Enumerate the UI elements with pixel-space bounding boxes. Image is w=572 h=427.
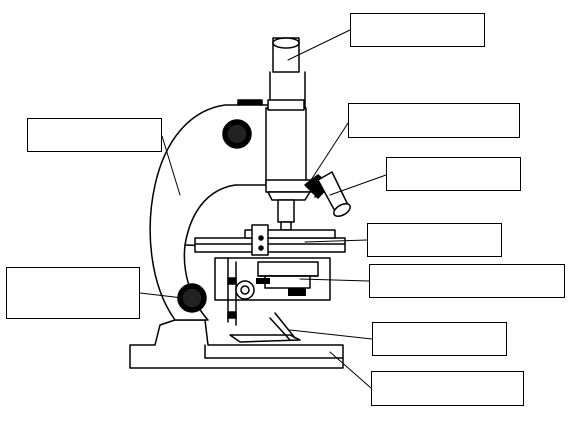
leader-lines xyxy=(139,29,387,389)
microscope-stage xyxy=(194,224,346,256)
label-box-eyepiece[interactable] xyxy=(350,13,485,47)
microscope-arm xyxy=(149,104,271,321)
label-box-mirror[interactable] xyxy=(372,322,507,356)
label-box-nosepiece[interactable] xyxy=(348,103,520,138)
label-box-base[interactable] xyxy=(371,371,524,406)
mirror xyxy=(229,312,301,343)
label-box-stage[interactable] xyxy=(367,223,502,257)
microscope-base xyxy=(129,319,344,369)
nosepiece xyxy=(265,179,312,201)
label-box-objectives[interactable] xyxy=(386,157,521,191)
objective-lenses xyxy=(277,171,351,231)
label-box-focus-knobs[interactable] xyxy=(6,267,140,319)
sub-stage xyxy=(214,257,331,326)
body-tube xyxy=(265,37,307,186)
label-box-diaphragm[interactable] xyxy=(369,264,565,298)
label-box-arm[interactable] xyxy=(27,118,162,152)
